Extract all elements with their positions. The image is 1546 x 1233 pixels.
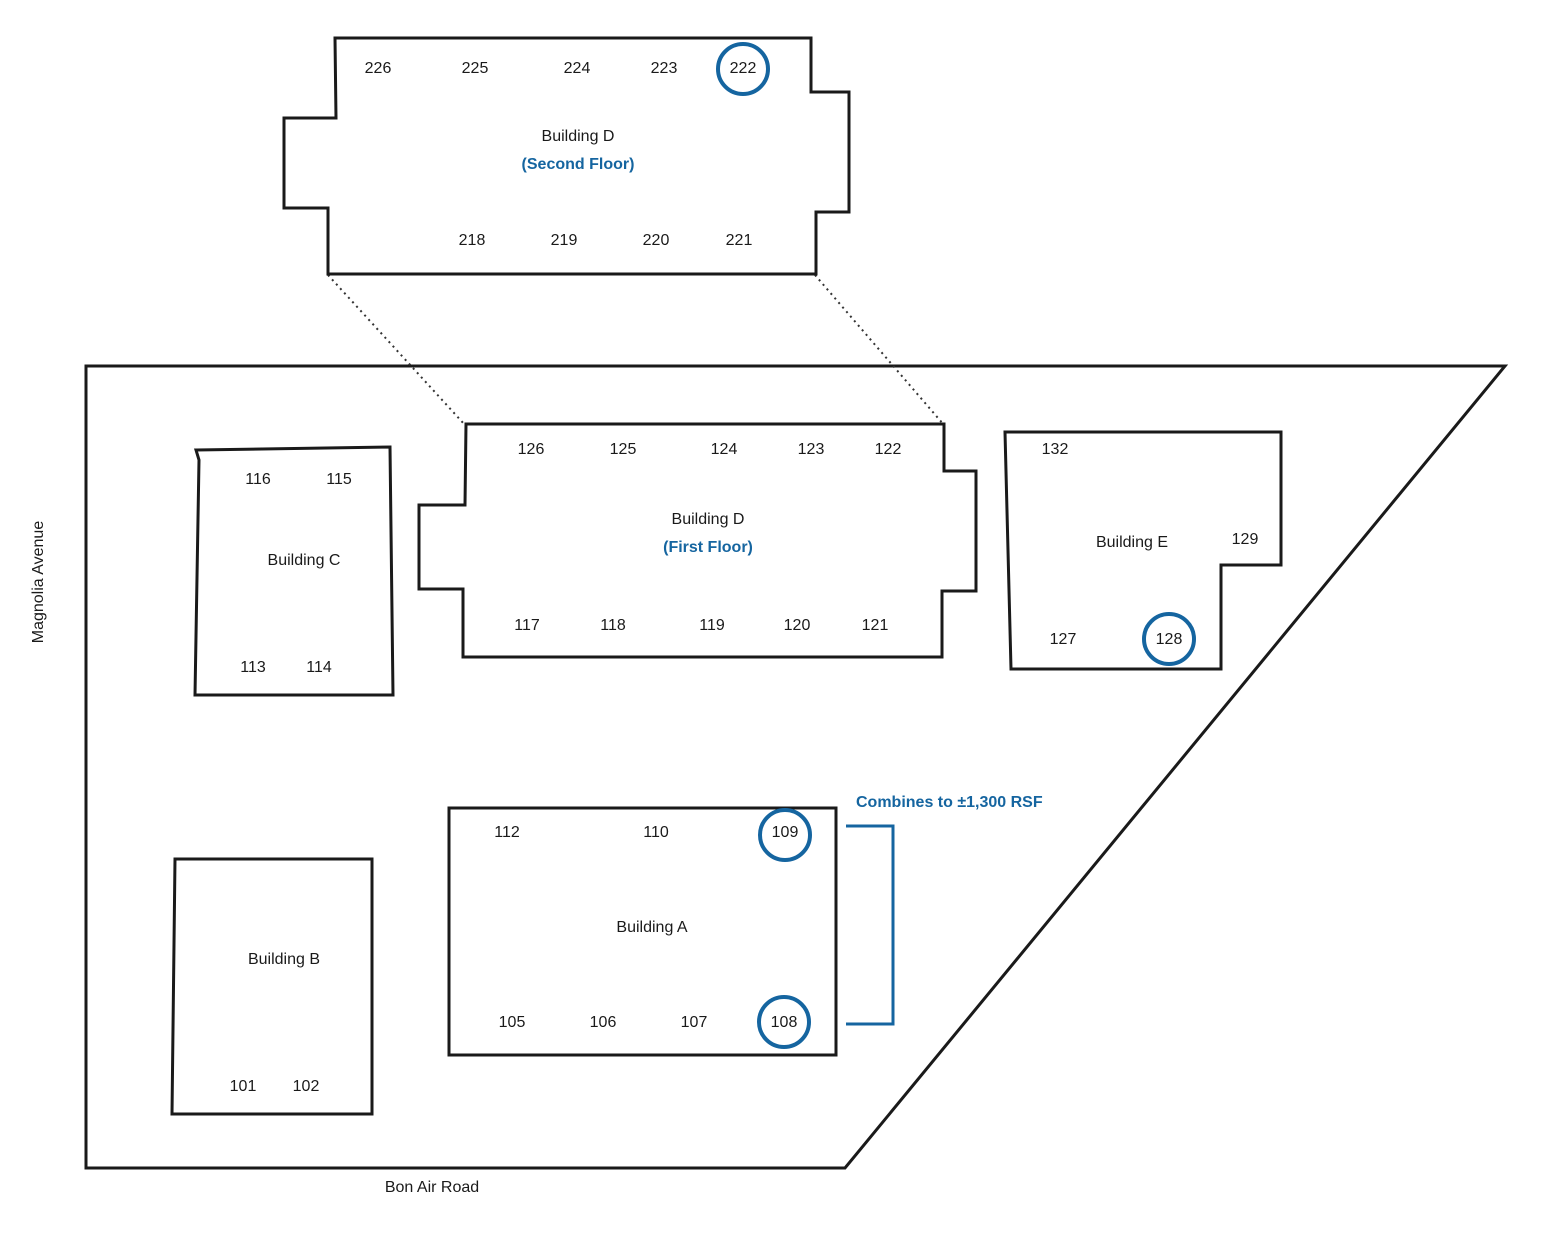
unit-223[interactable]: 223: [651, 60, 678, 77]
building-c[interactable]: 116 115 Building C 113 114: [193, 445, 395, 697]
combine-note: Combines to ±1,300 RSF: [856, 794, 1043, 811]
building-a-outline: [447, 806, 838, 1057]
unit-123[interactable]: 123: [798, 441, 825, 458]
unit-105[interactable]: 105: [499, 1014, 526, 1031]
floor-connector-left: [327, 274, 466, 426]
floor-connector-right: [814, 274, 945, 426]
unit-120[interactable]: 120: [784, 617, 811, 634]
building-d-first-floor[interactable]: 126 125 124 123 122 Building D (First Fl…: [417, 422, 978, 659]
building-d-first-floor-label: (First Floor): [663, 539, 753, 556]
unit-121[interactable]: 121: [862, 617, 889, 634]
unit-222[interactable]: 222: [730, 60, 757, 77]
building-e-outline: [1003, 430, 1283, 671]
unit-115[interactable]: 115: [326, 471, 352, 488]
unit-127[interactable]: 127: [1050, 631, 1077, 648]
unit-112[interactable]: 112: [494, 824, 520, 841]
unit-106[interactable]: 106: [590, 1014, 617, 1031]
property-boundary: [84, 364, 1509, 1170]
unit-128[interactable]: 128: [1156, 631, 1183, 648]
unit-113[interactable]: 113: [240, 659, 266, 676]
unit-110[interactable]: 110: [643, 824, 669, 841]
unit-129[interactable]: 129: [1232, 531, 1259, 548]
street-magnolia-avenue: Magnolia Avenue: [30, 521, 47, 644]
building-e[interactable]: 132 Building E 129 127 128: [1003, 430, 1283, 671]
building-e-name: Building E: [1096, 534, 1168, 551]
unit-114[interactable]: 114: [306, 659, 332, 676]
building-d-first-name: Building D: [672, 511, 745, 528]
building-d-second-floor[interactable]: 226 225 224 223 222 Building D (Second F…: [282, 36, 851, 276]
unit-220[interactable]: 220: [643, 232, 670, 249]
unit-107[interactable]: 107: [681, 1014, 708, 1031]
unit-109-highlight: [758, 808, 812, 862]
unit-101[interactable]: 101: [230, 1078, 257, 1095]
unit-122[interactable]: 122: [875, 441, 902, 458]
unit-224[interactable]: 224: [564, 60, 591, 77]
building-a-name: Building A: [616, 919, 687, 936]
building-b-outline: [170, 857, 374, 1116]
unit-222-highlight: [716, 42, 770, 96]
unit-108-highlight: [757, 995, 811, 1049]
building-a[interactable]: 112 110 109 Building A 105 106 107 108: [447, 806, 838, 1057]
unit-226[interactable]: 226: [365, 60, 392, 77]
building-b-name: Building B: [248, 951, 320, 968]
building-d-second-floor-outline: [282, 36, 851, 276]
unit-132[interactable]: 132: [1042, 441, 1069, 458]
unit-118[interactable]: 118: [600, 617, 626, 634]
combine-bracket: [846, 824, 895, 1026]
unit-126[interactable]: 126: [518, 441, 545, 458]
unit-124[interactable]: 124: [711, 441, 738, 458]
unit-116[interactable]: 116: [245, 471, 271, 488]
unit-117[interactable]: 117: [514, 617, 540, 634]
unit-225[interactable]: 225: [462, 60, 489, 77]
street-bon-air-road: Bon Air Road: [385, 1179, 479, 1196]
building-d-first-floor-outline: [417, 422, 978, 659]
unit-219[interactable]: 219: [551, 232, 578, 249]
unit-102[interactable]: 102: [293, 1078, 320, 1095]
building-b[interactable]: Building B 101 102: [170, 857, 374, 1116]
unit-108[interactable]: 108: [771, 1014, 798, 1031]
building-d-second-name: Building D: [542, 128, 615, 145]
unit-218[interactable]: 218: [459, 232, 486, 249]
unit-125[interactable]: 125: [610, 441, 637, 458]
building-d-second-floor-label: (Second Floor): [522, 156, 635, 173]
building-c-outline: [193, 445, 395, 697]
unit-128-highlight: [1142, 612, 1196, 666]
unit-221[interactable]: 221: [726, 232, 753, 249]
unit-119[interactable]: 119: [699, 617, 725, 634]
building-c-name: Building C: [268, 552, 341, 569]
unit-109[interactable]: 109: [772, 824, 799, 841]
